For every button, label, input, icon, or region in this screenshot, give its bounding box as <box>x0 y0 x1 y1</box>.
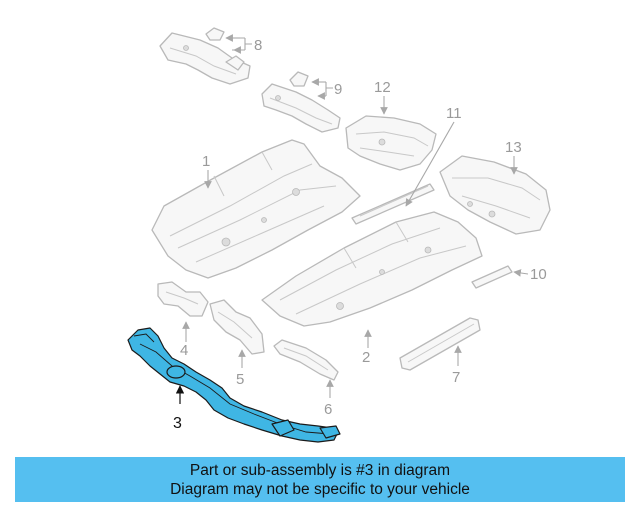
part-8-bracket <box>159 27 251 85</box>
caption-line-1: Part or sub-assembly is #3 in diagram <box>189 461 451 479</box>
callout-9-leader <box>311 78 333 100</box>
callout-8-leader <box>225 34 252 54</box>
callout-1: 1 <box>202 153 210 170</box>
callout-10: 10 <box>530 266 547 283</box>
callout-6: 6 <box>324 401 332 418</box>
part-1-front-floor <box>151 139 361 279</box>
callout-13: 13 <box>505 139 522 156</box>
callout-8: 8 <box>254 37 262 54</box>
callout-11-leader <box>405 121 455 207</box>
part-2-rear-floor <box>261 211 483 327</box>
part-12-panel <box>345 115 437 171</box>
part-6-bracket <box>273 339 339 381</box>
callout-3: 3 <box>173 415 182 432</box>
part-5-reinforcement <box>209 299 265 355</box>
caption-line-2: Diagram may not be specific to your vehi… <box>170 480 470 498</box>
part-3-highlighted <box>127 327 341 443</box>
callout-10-leader <box>513 269 529 277</box>
part-10-bar <box>471 265 513 289</box>
callout-11: 11 <box>446 105 462 122</box>
part-9-bracket <box>261 71 341 133</box>
part-7-rail <box>399 317 481 371</box>
callout-2: 2 <box>362 349 370 366</box>
callout-5: 5 <box>236 371 244 388</box>
parts-diagram: 8 9 12 11 1 <box>127 27 551 443</box>
callout-9: 9 <box>334 81 342 98</box>
part-13-panel <box>439 155 551 235</box>
callout-7: 7 <box>452 369 460 386</box>
part-11-crossmember <box>351 183 435 225</box>
callout-12: 12 <box>374 79 391 96</box>
part-4-bracket <box>157 281 209 317</box>
caption-bar: Part or sub-assembly is #3 in diagram Di… <box>15 457 625 502</box>
callout-4: 4 <box>180 342 188 359</box>
